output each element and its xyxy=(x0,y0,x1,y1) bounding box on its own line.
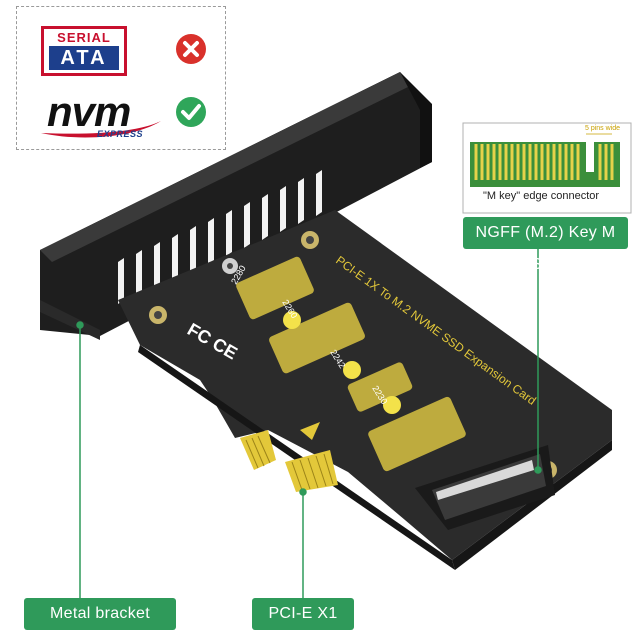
check-circle-icon xyxy=(176,97,206,127)
m2-slot xyxy=(415,445,555,530)
edge-connector-pins xyxy=(474,144,614,180)
sata-logo-top: SERIAL xyxy=(57,30,111,45)
sata-logo-bottom: ATA xyxy=(49,46,119,70)
bracket-callout: Metal bracket xyxy=(24,598,176,630)
metal-bracket xyxy=(40,72,432,340)
slot-callout: NGFF (M.2) Key M Slot xyxy=(463,217,628,273)
solder-pad-grid xyxy=(236,256,466,472)
pins-caption: 5 pins wide xyxy=(585,125,621,132)
nvm-logo-express: EXPRESS xyxy=(97,129,144,139)
nvme-swoosh-icon xyxy=(41,121,161,138)
x-circle-icon xyxy=(176,34,206,64)
pcie-callout: PCI-E X1 xyxy=(252,598,354,630)
serial-ata-logo: SERIAL ATA xyxy=(41,26,127,76)
m-key-caption: "M key" edge connector xyxy=(483,190,600,202)
compatibility-box: SERIAL ATA nvm EXPRESS xyxy=(16,6,226,150)
callout-lines xyxy=(76,244,542,598)
nvm-logo-word: nvm xyxy=(47,88,131,135)
m-key-inset xyxy=(462,122,632,214)
